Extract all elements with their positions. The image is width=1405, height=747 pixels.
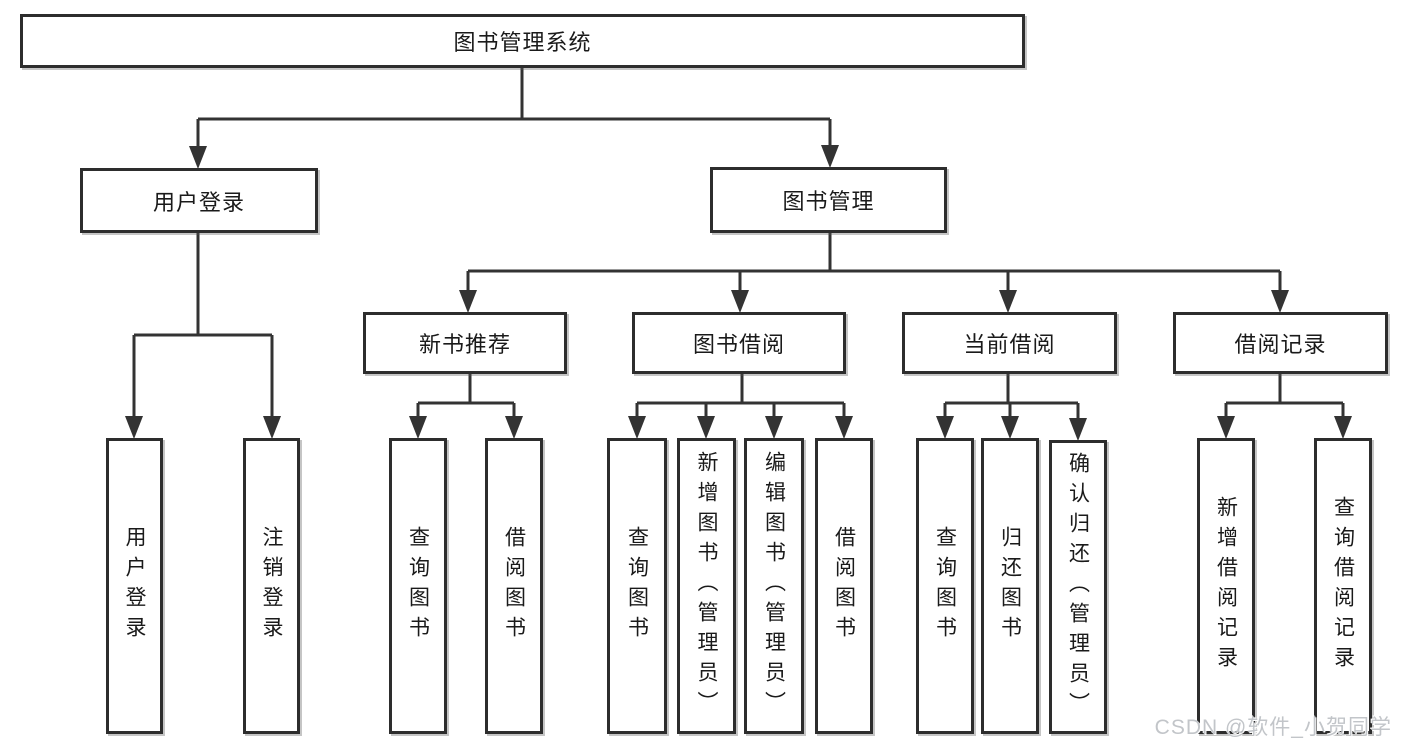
diagram-node-system-root: 图书管理系统	[20, 14, 1025, 68]
edge-borrow-to-leaves	[635, 374, 846, 420]
leaf-label: 用户登录	[123, 526, 146, 646]
node-label: 图书管理系统	[453, 30, 592, 55]
diagram-node-book-borrowing: 图书借阅	[632, 312, 846, 374]
leaf-query-books-recommend: 查询图书	[389, 438, 447, 734]
leaf-query-books-borrow: 查询图书	[607, 438, 667, 734]
node-label: 图书借阅	[692, 332, 785, 357]
leaf-label: 查询借阅记录	[1331, 496, 1355, 676]
node-label: 图书管理	[782, 189, 875, 214]
diagram-node-current-borrowing: 当前借阅	[902, 312, 1117, 374]
leaf-confirm-return-admin: 确认归还（管理员）	[1049, 440, 1107, 734]
leaf-query-borrow-record: 查询借阅记录	[1314, 438, 1372, 734]
leaf-return-books: 归还图书	[981, 438, 1039, 734]
leaf-borrow-books: 借阅图书	[815, 438, 873, 734]
leaf-label: 借阅图书	[502, 526, 526, 646]
edge-login-to-leaves	[132, 233, 274, 420]
leaf-label: 查询图书	[406, 526, 430, 646]
edge-mgmt-to-level3	[466, 233, 1282, 295]
edge-records-to-leaves	[1224, 374, 1345, 420]
leaf-label: 借阅图书	[832, 526, 856, 646]
leaf-label: 注销登录	[260, 526, 283, 646]
leaf-add-books-admin: 新增图书（管理员）	[677, 438, 736, 734]
leaf-label: 查询图书	[933, 526, 957, 646]
edge-root-to-level2	[196, 68, 832, 150]
edge-current-to-leaves	[943, 374, 1080, 422]
leaf-borrow-books-recommend: 借阅图书	[485, 438, 543, 734]
node-label: 借阅记录	[1234, 332, 1327, 357]
leaf-label: 归还图书	[998, 526, 1022, 646]
leaf-query-books-current: 查询图书	[916, 438, 974, 734]
diagram-node-borrowing-records: 借阅记录	[1173, 312, 1388, 374]
diagram-node-new-book-recommend: 新书推荐	[363, 312, 567, 374]
diagram-node-user-login: 用户登录	[80, 168, 318, 233]
csdn-watermark: CSDN @软件_小贺同学	[1154, 716, 1392, 739]
leaf-label: 确认归还（管理员）	[1066, 452, 1090, 722]
node-label: 新书推荐	[418, 332, 511, 357]
leaf-add-borrow-record: 新增借阅记录	[1197, 438, 1255, 734]
node-label: 当前借阅	[963, 332, 1056, 357]
leaf-logout: 注销登录	[243, 438, 300, 734]
leaf-user-login: 用户登录	[106, 438, 163, 734]
edge-recommend-to-leaves	[416, 374, 516, 420]
leaf-label: 查询图书	[625, 526, 649, 646]
diagram-node-book-management: 图书管理	[710, 167, 947, 233]
leaf-label: 新增图书（管理员）	[695, 451, 718, 721]
node-label: 用户登录	[152, 189, 245, 215]
leaf-label: 新增借阅记录	[1214, 496, 1238, 676]
leaf-label: 编辑图书（管理员）	[762, 451, 786, 721]
leaf-edit-books-admin: 编辑图书（管理员）	[744, 438, 804, 734]
